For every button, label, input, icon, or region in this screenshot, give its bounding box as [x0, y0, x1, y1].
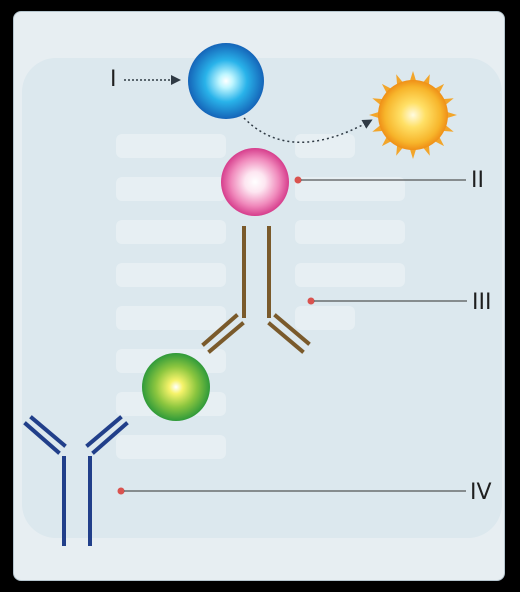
pink-sphere-icon — [221, 148, 289, 216]
placeholder-bar — [116, 306, 226, 330]
blue-sphere-icon — [188, 43, 264, 119]
leader-dot-IV — [117, 487, 125, 495]
leader-dot-III — [307, 297, 315, 305]
curved-arrow — [243, 117, 373, 143]
placeholder-bar — [116, 220, 226, 244]
placeholder-bar — [116, 263, 226, 287]
placeholder-bar — [116, 435, 226, 459]
placeholder-bar — [116, 177, 226, 201]
placeholder-bar — [295, 263, 405, 287]
placeholder-bar — [295, 220, 405, 244]
placeholder-bar — [116, 134, 226, 158]
label-II: II — [471, 168, 484, 193]
placeholder-bar — [295, 177, 405, 201]
label-III: III — [472, 290, 491, 315]
navy-antibody-icon — [23, 415, 129, 546]
leader-dot-II — [294, 176, 302, 184]
spiky-sun-cell-icon — [369, 71, 457, 159]
placeholder-bar — [295, 134, 355, 158]
label-I: I — [110, 67, 117, 92]
brown-antibody-icon — [201, 226, 311, 354]
green-sphere-icon — [142, 353, 210, 421]
label-IV: IV — [470, 480, 492, 505]
placeholder-bar — [295, 306, 355, 330]
